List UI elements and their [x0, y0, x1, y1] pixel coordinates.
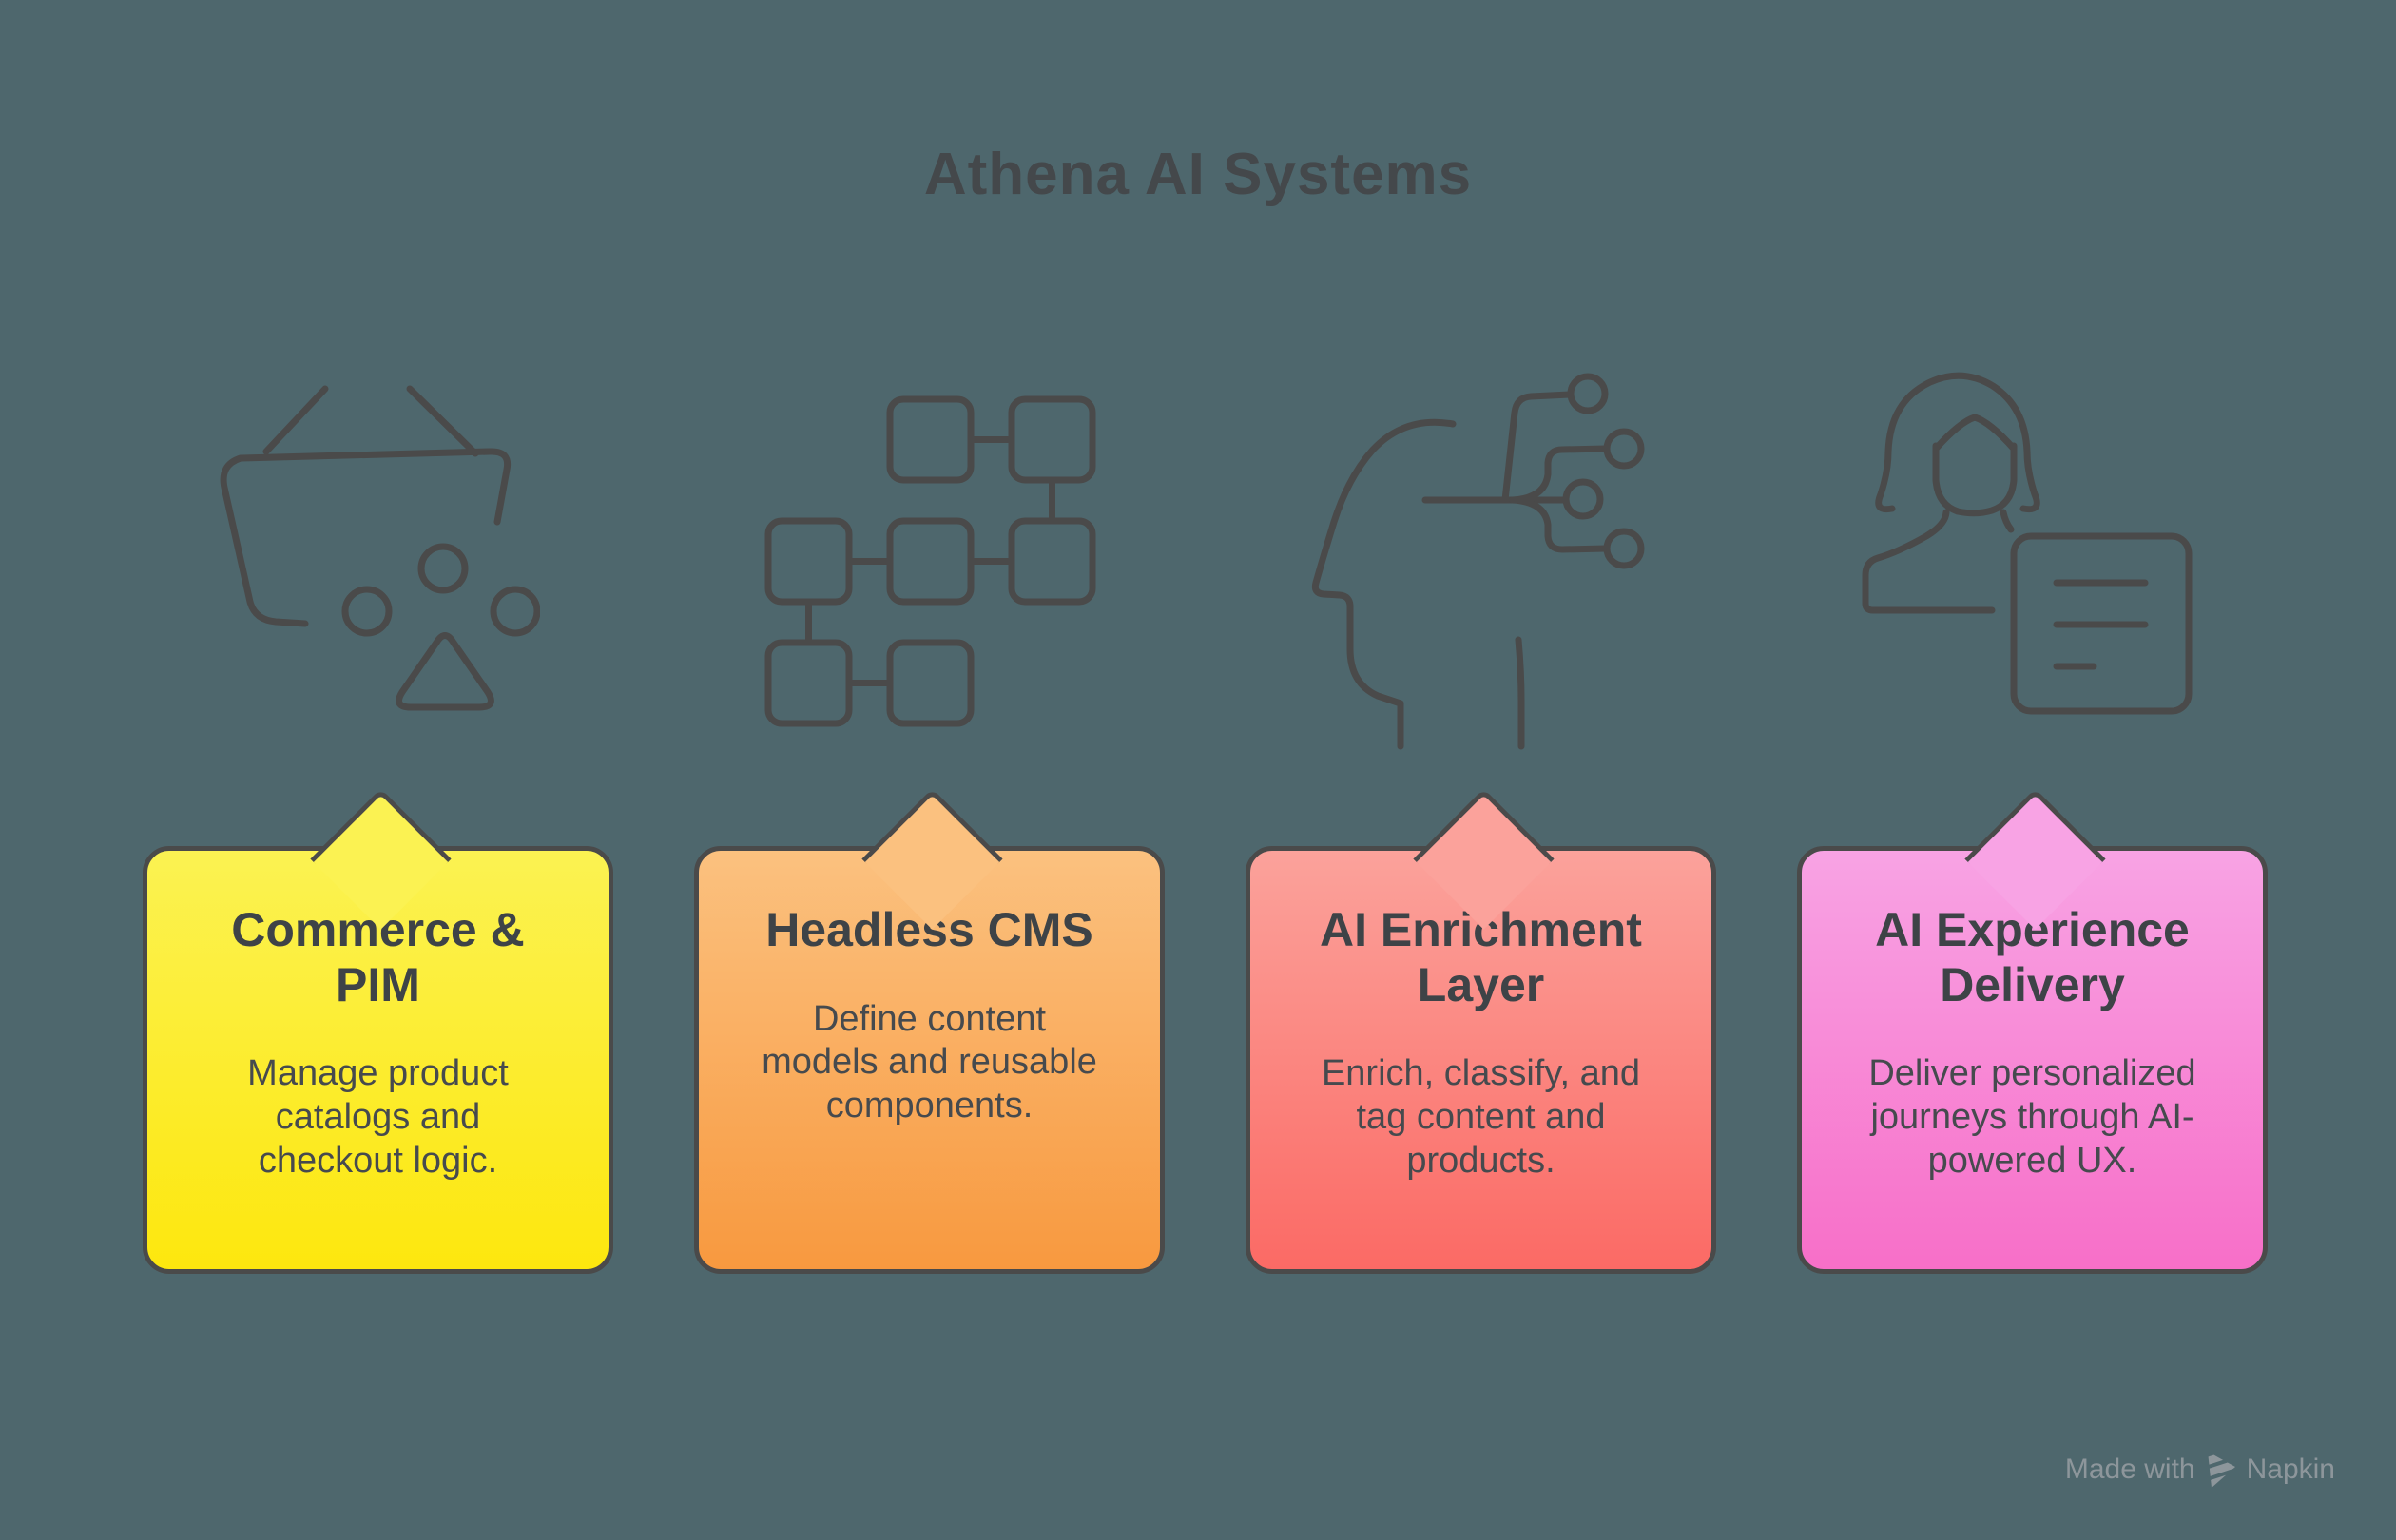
- card-headless-cms: Headless CMS Define content models and r…: [694, 788, 1165, 1274]
- napkin-brand-label: Napkin: [2246, 1453, 2335, 1485]
- card-commerce-pim: Commerce & PIM Manage product catalogs a…: [143, 788, 613, 1274]
- card-title: AI Enrichment Layer: [1320, 903, 1642, 1011]
- card-title: Commerce & PIM: [231, 903, 525, 1011]
- page-title: Athena AI Systems: [923, 142, 1473, 207]
- card-ai-enrichment-layer: AI Enrichment Layer Enrich, classify, an…: [1246, 788, 1716, 1274]
- made-with-napkin-watermark: Made with Napkin: [2065, 1451, 2335, 1489]
- card-body: Enrich, classify, and tag content and pr…: [1321, 1053, 1641, 1181]
- card-body: Manage product catalogs and checkout log…: [247, 1053, 509, 1181]
- made-with-label: Made with: [2064, 1453, 2195, 1485]
- card-title: AI Experience Delivery: [1875, 903, 2190, 1011]
- persona-document-icon: [1797, 364, 2268, 756]
- card-body: Deliver personalized journeys through AI…: [1868, 1053, 2196, 1181]
- shopping-basket-icon: [143, 364, 613, 756]
- content-blocks-icon: [694, 364, 1165, 756]
- ai-head-circuit-icon: [1246, 364, 1716, 756]
- card-ai-experience-delivery: AI Experience Delivery Deliver personali…: [1797, 788, 2268, 1274]
- napkin-logo-icon: [2205, 1451, 2237, 1489]
- card-body: Define content models and reusable compo…: [762, 998, 1097, 1126]
